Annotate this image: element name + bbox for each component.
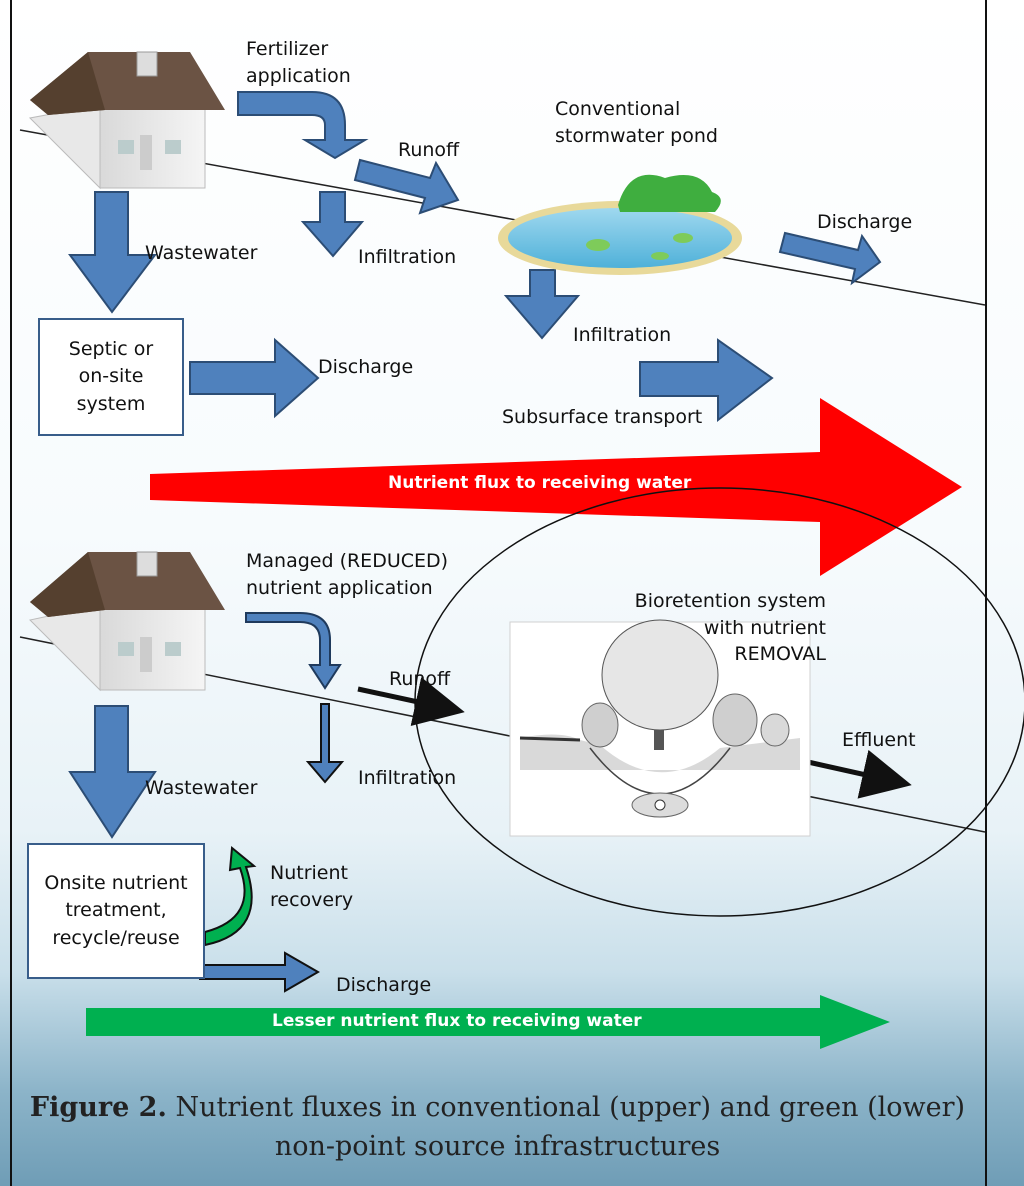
runoff-label-upper: Runoff [398, 139, 460, 161]
bioretention-label: Bioretention system with nutrient REMOVA… [634, 590, 826, 666]
wastewater-label-upper: Wastewater [145, 242, 258, 264]
onsite-discharge-label: Discharge [336, 974, 432, 996]
onsite-treatment-label: Onsite nutrient treatment, recycle/reuse [44, 871, 188, 949]
effluent-label: Effluent [842, 729, 916, 751]
runoff-arrow-upper [353, 158, 460, 215]
nutrient-recovery-label: Nutrient recovery [270, 862, 354, 911]
septic-system-box: Septic or on-site system [38, 318, 184, 436]
onsite-treatment-box: Onsite nutrient treatment, recycle/reuse [27, 843, 205, 979]
wastewater-arrow-upper [68, 191, 158, 314]
lesser-flux-green-arrow [86, 995, 890, 1049]
runoff-label-lower: Runoff [389, 668, 451, 690]
infiltration-arrow-lower [305, 703, 345, 784]
stormwater-pond-icon [498, 174, 742, 275]
subsurface-label: Subsurface transport [502, 406, 703, 428]
pond-infiltration-label: Infiltration [573, 324, 672, 346]
pond-discharge-arrow [778, 231, 882, 286]
subsurface-arrow [639, 338, 774, 423]
caption-text: Nutrient fluxes in conventional (upper) … [175, 1092, 966, 1163]
bioretention-illustration [509, 619, 811, 837]
infiltration-label-lower: Infiltration [358, 767, 457, 789]
managed-application-arrow [245, 612, 342, 690]
figure-caption: Figure 2. Nutrient fluxes in conventiona… [20, 1088, 975, 1166]
septic-discharge-label: Discharge [318, 356, 414, 378]
pond-title-label: Conventional stormwater pond [555, 98, 718, 147]
effluent-arrow [807, 749, 912, 799]
house-lower-icon [28, 551, 225, 692]
managed-application-label: Managed (REDUCED) nutrient application [246, 550, 449, 599]
fertilizer-arrow [237, 91, 369, 160]
septic-discharge-arrow [189, 337, 320, 419]
caption-label: Figure 2. [29, 1092, 167, 1123]
house-upper-icon [28, 51, 225, 190]
left-border [10, 0, 12, 1186]
lesser-flux-label: Lesser nutrient flux to receiving water [272, 1011, 642, 1031]
bioretention-highlight-circle [414, 487, 1024, 917]
wastewater-arrow-lower [68, 705, 157, 839]
septic-system-label: Septic or on-site system [68, 337, 154, 415]
nutrient-flux-label: Nutrient flux to receiving water [388, 473, 692, 493]
right-border [985, 0, 987, 1186]
pond-infiltration-arrow [503, 269, 581, 340]
nutrient-recovery-arrow [204, 846, 257, 947]
fertilizer-label: Fertilizer application [246, 38, 351, 87]
infiltration-arrow-upper [300, 191, 365, 258]
onsite-discharge-arrow [199, 951, 321, 993]
runoff-arrow-lower [357, 677, 465, 726]
nutrient-flux-red-arrow [150, 398, 962, 576]
infiltration-label-upper: Infiltration [358, 246, 457, 268]
wastewater-label-lower: Wastewater [145, 777, 258, 799]
pond-discharge-label: Discharge [817, 211, 913, 233]
